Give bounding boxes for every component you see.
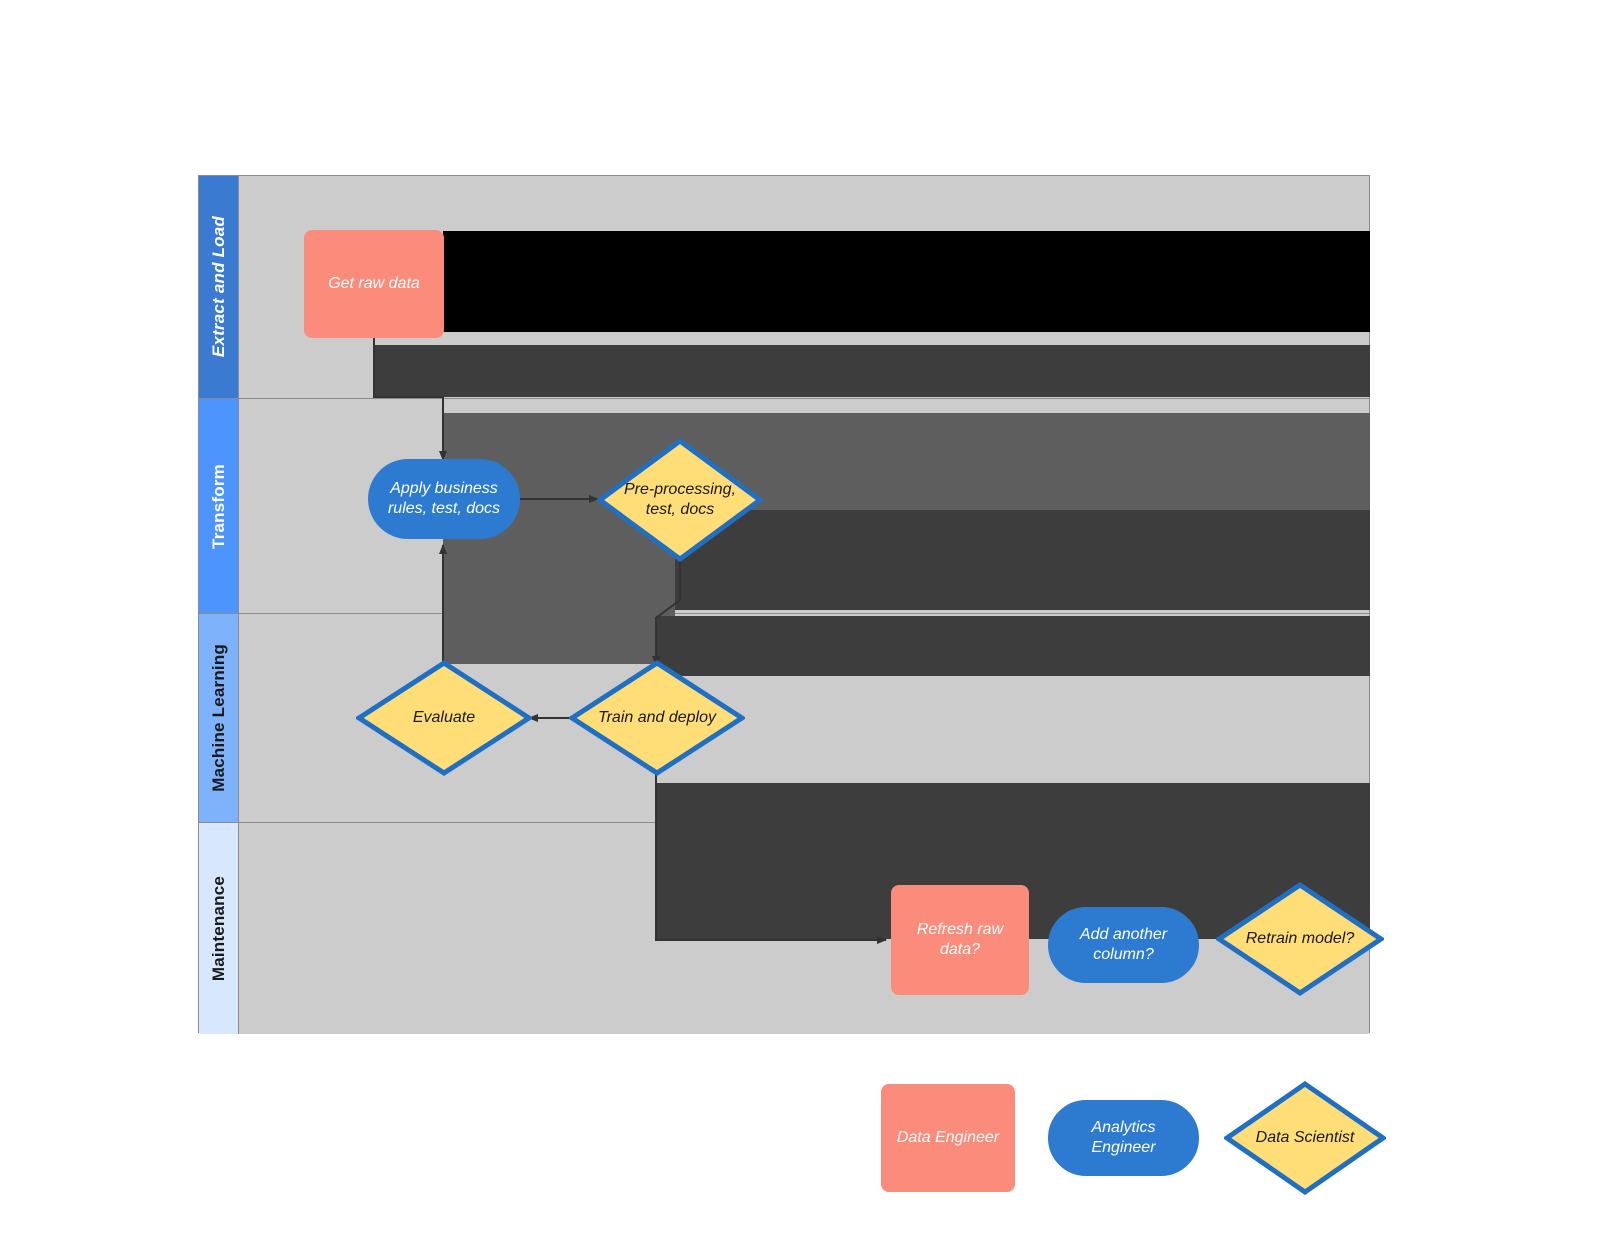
node-label-get-raw-data: Get raw data [328, 275, 420, 293]
legend-item-data-scientist[interactable]: Data Scientist [1224, 1081, 1386, 1195]
node-get-raw-data[interactable]: Get raw data [304, 230, 444, 338]
lane-header-maintenance[interactable]: Maintenance [199, 823, 239, 1034]
legend-item-analytics-engineer[interactable]: Analytics Engineer [1048, 1100, 1199, 1176]
legend-item-data-engineer[interactable]: Data Engineer [881, 1084, 1015, 1192]
node-evaluate[interactable]: Evaluate [356, 660, 532, 776]
legend-label-data-engineer: Data Engineer [896, 1129, 1000, 1147]
legend-label-data-scientist: Data Scientist [1255, 1129, 1355, 1147]
lane-header-machine-learning[interactable]: Machine Learning [199, 614, 239, 822]
lane-header-transform[interactable]: Transform [199, 399, 239, 613]
legend-label-analytics-engineer: Analytics Engineer [1091, 1119, 1156, 1156]
node-label-evaluate: Evaluate [412, 709, 476, 727]
node-label-train-and-deploy: Train and deploy [598, 709, 716, 727]
diamond-shape-data-scientist [1224, 1081, 1386, 1195]
lane-header-extract-and-load[interactable]: Extract and Load [199, 176, 239, 398]
diamond-shape-evaluate [356, 660, 532, 776]
